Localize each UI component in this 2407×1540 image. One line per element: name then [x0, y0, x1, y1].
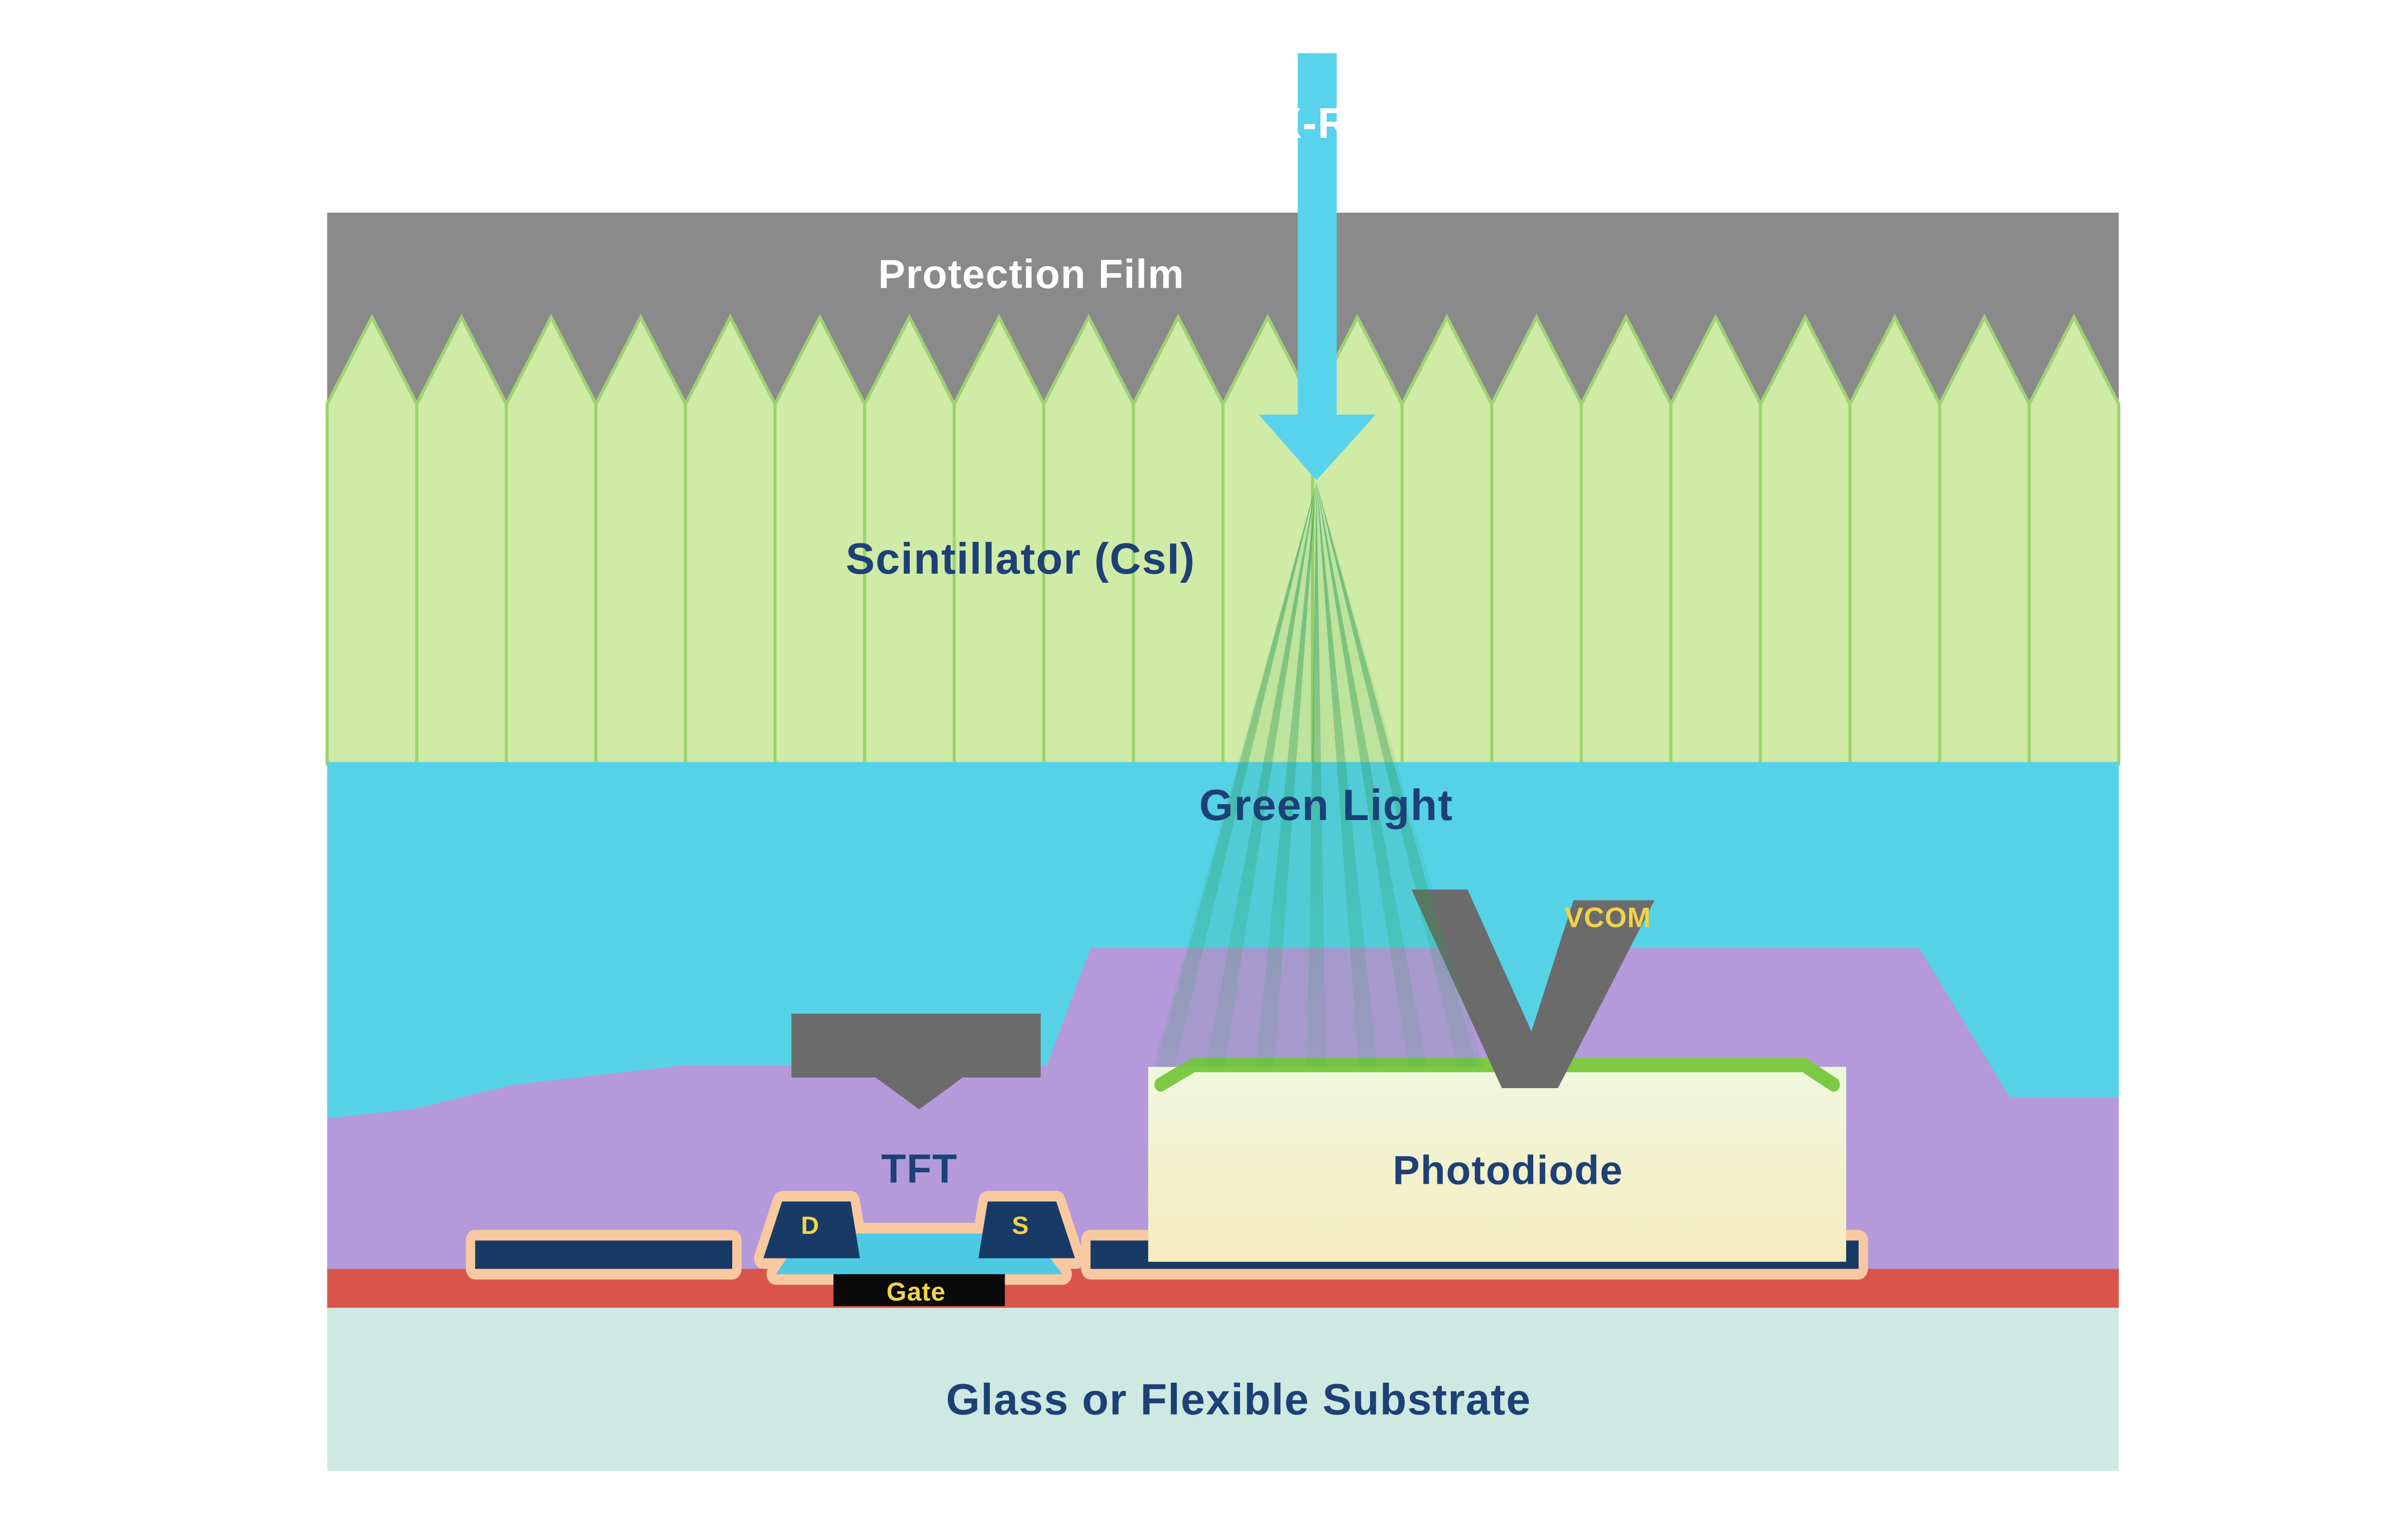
substrate-layer	[327, 1308, 2119, 1471]
scintillator-columns	[325, 313, 2121, 766]
gate-electrode	[833, 1274, 1005, 1306]
scintillator-column	[1490, 313, 1583, 766]
green-light-rays	[1152, 482, 1483, 1067]
scintillator-column	[1400, 313, 1493, 766]
scintillator-column	[594, 313, 687, 766]
scintillator-column	[1759, 313, 1852, 766]
left-data-line	[475, 1240, 733, 1269]
scintillator-column	[1132, 313, 1225, 766]
scintillator-column	[1669, 313, 1762, 766]
xray-arrow	[1258, 53, 1376, 480]
source-electrode	[978, 1201, 1075, 1258]
scintillator-column	[952, 313, 1046, 766]
scintillator-column	[684, 313, 777, 766]
scintillator-column	[2027, 313, 2121, 766]
scintillator-column	[1938, 313, 2031, 766]
left-gray-electrode	[791, 1014, 1041, 1110]
scintillator-column	[505, 313, 598, 766]
protection-film-layer	[327, 212, 2119, 408]
scintillator-column	[415, 313, 508, 766]
green-light-ray	[1307, 482, 1326, 1067]
scintillator-column	[325, 313, 418, 766]
scintillator-column	[863, 313, 956, 766]
scintillator-column	[1042, 313, 1135, 766]
photodiode-block	[1148, 1066, 1846, 1262]
scintillator-column	[1579, 313, 1673, 766]
vcom-electrode	[1411, 889, 1655, 1088]
scintillator-column	[773, 313, 867, 766]
drain-electrode	[763, 1201, 860, 1258]
scintillator-column	[1848, 313, 1941, 766]
